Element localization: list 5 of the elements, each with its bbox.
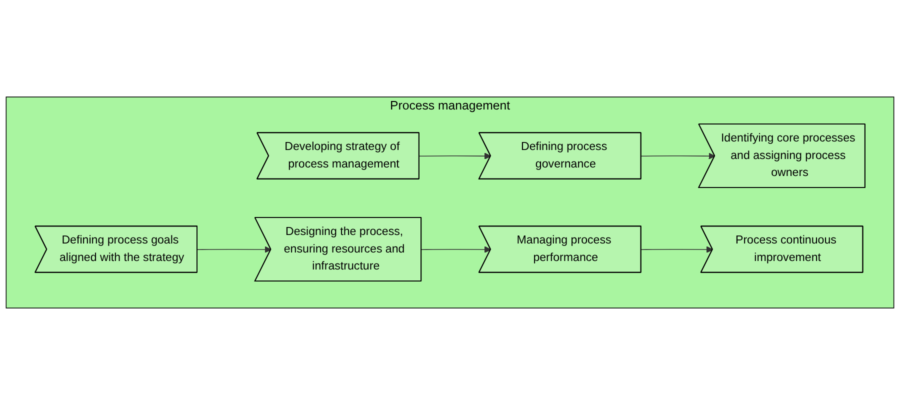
arrow	[421, 246, 492, 253]
arrow	[640, 152, 716, 160]
arrow	[418, 152, 492, 160]
arrow	[197, 246, 272, 253]
arrow	[640, 246, 714, 253]
